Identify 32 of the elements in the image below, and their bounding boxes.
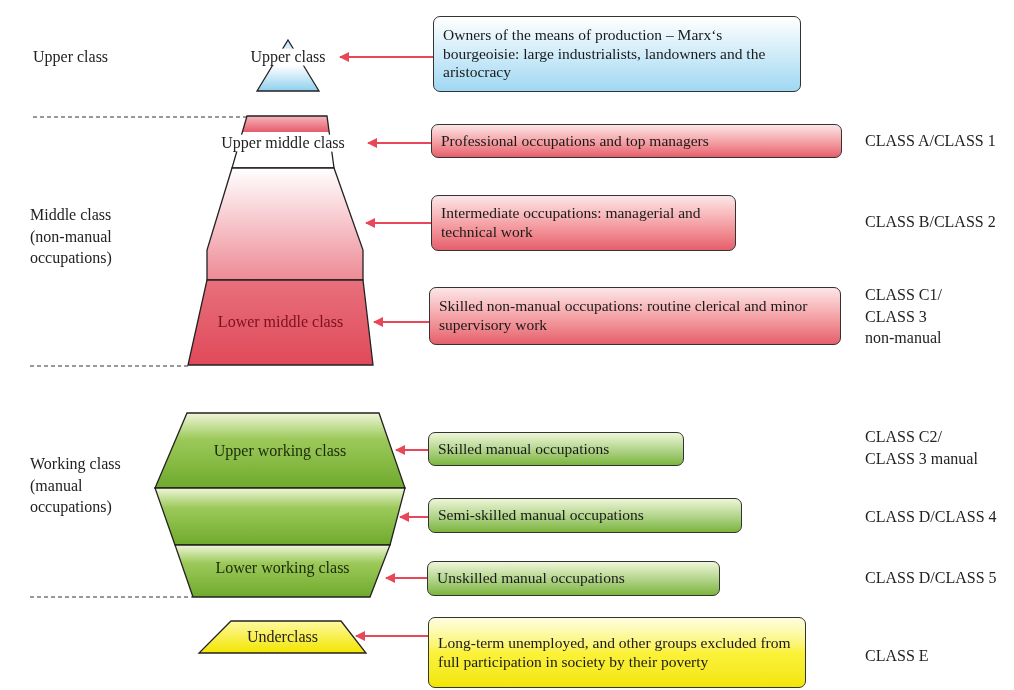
class-code-label: CLASS C1/ CLASS 3 non-manual: [865, 285, 943, 349]
description-box: Unskilled manual occupations: [427, 561, 720, 596]
arrow: [355, 631, 429, 641]
description-box: Owners of the means of production – Marx‘s bourgeoisie: large industrialists, landowners and the aristocracy: [433, 16, 801, 92]
arrow: [399, 512, 429, 522]
description-box: Long-term unemployed, and other groups excluded from full participation in society by their poverty: [428, 617, 806, 688]
class-code-label: CLASS A/CLASS 1: [865, 131, 997, 151]
description-box: Skilled manual occupations: [428, 432, 684, 466]
tier-label: Upper class: [248, 48, 328, 66]
tier-label: Upper working class: [212, 442, 348, 460]
stratum-label: Working class (manual occupations): [30, 454, 122, 518]
class-code-label: CLASS B/CLASS 2: [865, 212, 997, 232]
tier-label: Upper middle class: [219, 134, 347, 152]
tier-label: Lower working class: [214, 559, 351, 577]
tier-label: Lower middle class: [216, 313, 345, 331]
stratum-label: Upper class: [33, 47, 110, 68]
class-code-label: CLASS D/CLASS 4: [865, 507, 998, 527]
stratum-label: Middle class (non-manual occupations): [30, 205, 113, 269]
description-box: Semi-skilled manual occupations: [428, 498, 742, 533]
tier-label: Underclass: [245, 628, 320, 646]
arrow: [373, 317, 430, 327]
description-box: Professional occupations and top managers: [431, 124, 842, 158]
description-box: Intermediate occupations: managerial and technical work: [431, 195, 736, 251]
description-box: Skilled non-manual occupations: routine clerical and minor supervisory work: [429, 287, 841, 345]
arrow: [385, 573, 428, 583]
class-code-label: CLASS C2/ CLASS 3 manual: [865, 427, 979, 469]
arrow: [367, 138, 432, 148]
arrow: [395, 445, 429, 455]
class-code-label: CLASS E: [865, 646, 930, 666]
arrow: [365, 218, 432, 228]
arrow: [339, 52, 434, 62]
class-code-label: CLASS D/CLASS 5: [865, 568, 998, 588]
